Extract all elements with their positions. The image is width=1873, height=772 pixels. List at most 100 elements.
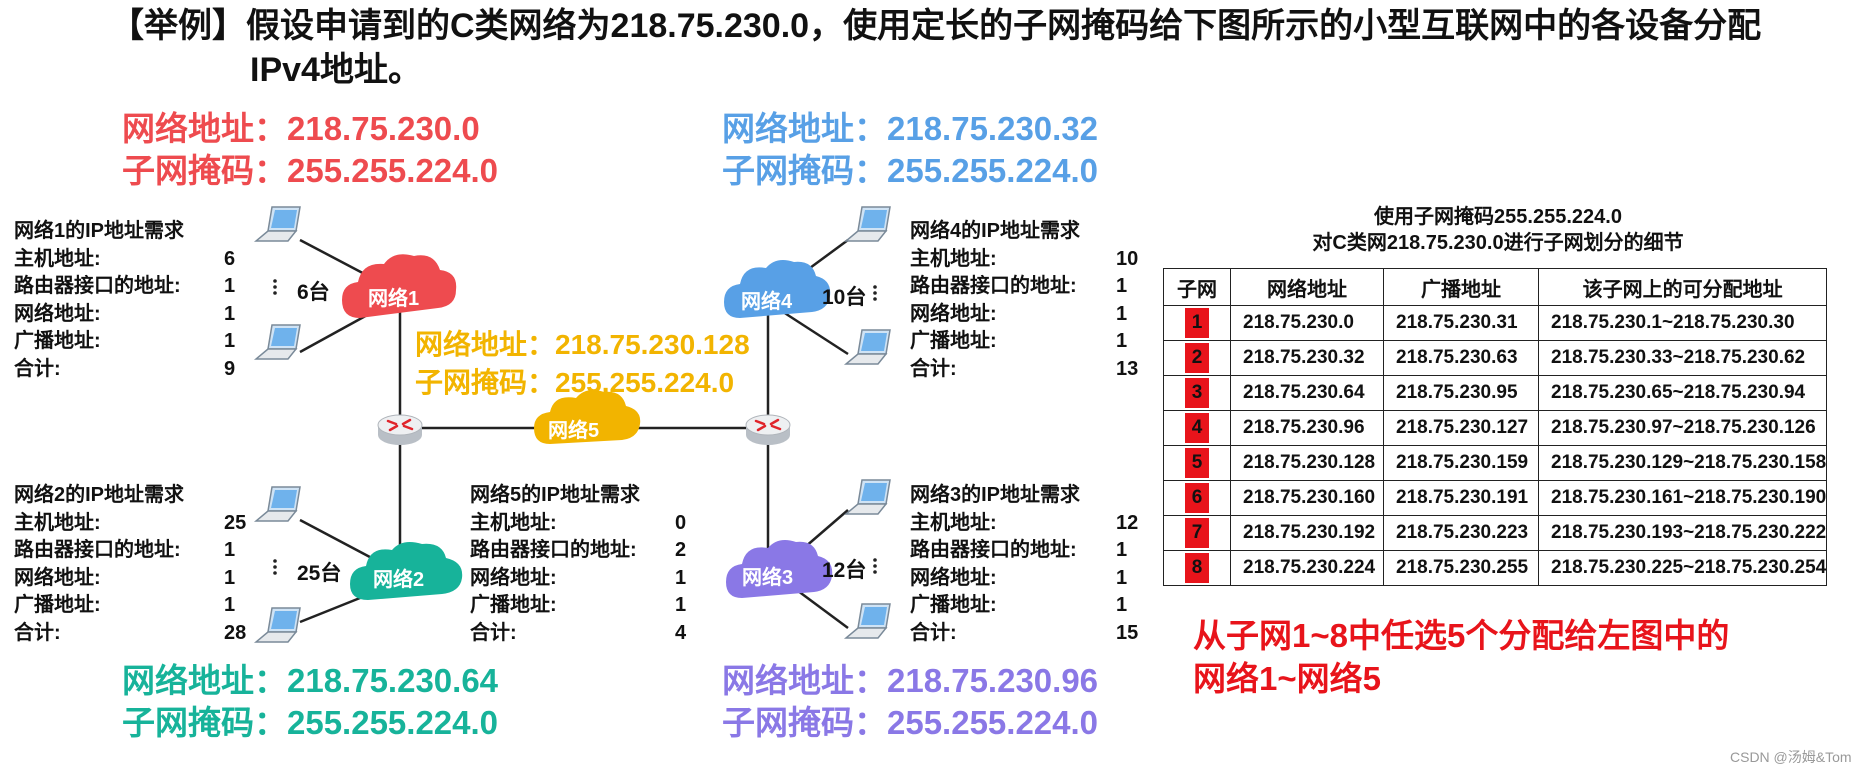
broadcast-address-cell: 218.75.230.191 bbox=[1383, 480, 1539, 516]
req-title: 网络4的IP地址需求 bbox=[910, 220, 1081, 242]
cloud-label-net2: 网络2 bbox=[373, 569, 425, 591]
subnet-index-cell: 2 bbox=[1163, 340, 1231, 376]
link-net4-laptop-bottom bbox=[779, 308, 849, 356]
subnet-index-badge: 4 bbox=[1185, 413, 1209, 443]
cloud-net2 bbox=[350, 542, 463, 600]
cloud-net3 bbox=[726, 540, 833, 598]
req-title: 网络2的IP地址需求 bbox=[14, 484, 185, 506]
host-count-net3: 12台 bbox=[822, 559, 867, 582]
cloud-label-net1: 网络1 bbox=[368, 288, 420, 310]
header-network-address: 网络地址 bbox=[1230, 268, 1384, 306]
assignable-range-cell: 218.75.230.33~218.75.230.62 bbox=[1537, 340, 1828, 376]
assignable-range-cell: 218.75.230.161~218.75.230.190 bbox=[1537, 480, 1828, 516]
subnet-index-badge: 8 bbox=[1185, 553, 1209, 583]
net2-mask: 255.255.224.0 bbox=[287, 704, 499, 741]
assign-net1: 网络地址：218.75.230.0 子网掩码：255.255.224.0 bbox=[122, 110, 499, 189]
host-count-net4: 10台 bbox=[822, 286, 867, 309]
header-broadcast-address: 广播地址 bbox=[1383, 268, 1539, 306]
broadcast-address-cell: 218.75.230.31 bbox=[1383, 305, 1539, 341]
title-line-2: IPv4地址。 bbox=[250, 51, 422, 89]
cloud-net5 bbox=[534, 390, 641, 444]
net3-mask: 255.255.224.0 bbox=[887, 704, 1099, 741]
broadcast-address-cell: 218.75.230.223 bbox=[1383, 515, 1539, 551]
laptop-icon bbox=[845, 206, 891, 242]
net4-address: 218.75.230.32 bbox=[887, 110, 1099, 147]
assignable-range-cell: 218.75.230.65~218.75.230.94 bbox=[1537, 375, 1828, 411]
network-address-cell: 218.75.230.96 bbox=[1230, 410, 1384, 446]
req-title: 网络5的IP地址需求 bbox=[470, 484, 641, 506]
title-line-1: 【举例】假设申请到的C类网络为218.75.230.0，使用定长的子网掩码给下图… bbox=[110, 7, 1762, 45]
laptop-icon bbox=[255, 486, 301, 522]
cloud-label-net4: 网络4 bbox=[741, 291, 793, 313]
req-net5: 网络5的IP地址需求 主机地址:0 路由器接口的地址:2 网络地址:1 广播地址… bbox=[470, 484, 687, 644]
subnet-index-cell: 7 bbox=[1163, 515, 1231, 551]
laptop-icon bbox=[255, 206, 301, 242]
broadcast-address-cell: 218.75.230.159 bbox=[1383, 445, 1539, 481]
subnet-index-badge: 2 bbox=[1185, 343, 1209, 373]
footer-watermark: CSDN @汤姆&Tom bbox=[1730, 749, 1852, 765]
laptop-icon bbox=[255, 607, 301, 643]
broadcast-address-cell: 218.75.230.63 bbox=[1383, 340, 1539, 376]
net2-address: 218.75.230.64 bbox=[287, 662, 499, 699]
subnet-index-badge: 6 bbox=[1185, 483, 1209, 513]
network-address-cell: 218.75.230.128 bbox=[1230, 445, 1384, 481]
network-address-cell: 218.75.230.0 bbox=[1230, 305, 1384, 341]
table-caption: 使用子网掩码255.255.224.0 对C类网218.75.230.0进行子网… bbox=[1312, 206, 1684, 254]
table-header-row: 子网 网络地址 广播地址 该子网上的可分配地址 bbox=[1163, 268, 1828, 306]
subnet-index-badge: 5 bbox=[1185, 448, 1209, 478]
broadcast-address-cell: 218.75.230.95 bbox=[1383, 375, 1539, 411]
subnet-index-cell: 5 bbox=[1163, 445, 1231, 481]
host-count-net2: 25台 bbox=[297, 562, 342, 585]
cloud-label-net3: 网络3 bbox=[742, 567, 794, 589]
broadcast-address-cell: 218.75.230.255 bbox=[1383, 550, 1539, 586]
page-title: 【举例】假设申请到的C类网络为218.75.230.0，使用定长的子网掩码给下图… bbox=[110, 4, 1761, 92]
laptop-icon bbox=[845, 329, 891, 365]
subnet-index-badge: 3 bbox=[1185, 378, 1209, 408]
net1-mask: 255.255.224.0 bbox=[287, 152, 499, 189]
req-net1: 网络1的IP地址需求 主机地址:6 路由器接口的地址:1 网络地址:1 广播地址… bbox=[14, 220, 236, 380]
assign-net3: 网络地址：218.75.230.96 子网掩码：255.255.224.0 bbox=[722, 662, 1099, 741]
network-address-cell: 218.75.230.64 bbox=[1230, 375, 1384, 411]
assignable-range-cell: 218.75.230.97~218.75.230.126 bbox=[1537, 410, 1828, 446]
router-icon bbox=[376, 413, 424, 447]
subnet-index-cell: 8 bbox=[1163, 550, 1231, 586]
net1-address: 218.75.230.0 bbox=[287, 110, 480, 147]
req-net2: 网络2的IP地址需求 主机地址:25 路由器接口的地址:1 网络地址:1 广播地… bbox=[14, 484, 247, 644]
subnet-index-badge: 7 bbox=[1185, 518, 1209, 548]
subnet-index-cell: 1 bbox=[1163, 305, 1231, 341]
assign-net5: 网络地址：218.75.230.128 子网掩码：255.255.224.0 bbox=[415, 329, 750, 398]
subnet-index-cell: 4 bbox=[1163, 410, 1231, 446]
cloud-net1 bbox=[342, 254, 457, 318]
assign-net4: 网络地址：218.75.230.32 子网掩码：255.255.224.0 bbox=[722, 110, 1099, 189]
laptop-icon bbox=[255, 324, 301, 360]
laptop-icon bbox=[845, 479, 891, 515]
network-address-cell: 218.75.230.160 bbox=[1230, 480, 1384, 516]
subnet-index-cell: 3 bbox=[1163, 375, 1231, 411]
assignable-range-cell: 218.75.230.1~218.75.230.30 bbox=[1537, 305, 1828, 341]
assignable-range-cell: 218.75.230.225~218.75.230.254 bbox=[1537, 550, 1828, 586]
network-address-cell: 218.75.230.32 bbox=[1230, 340, 1384, 376]
cloud-label-net5: 网络5 bbox=[548, 420, 600, 442]
header-subnet: 子网 bbox=[1163, 268, 1231, 306]
req-net3: 网络3的IP地址需求 主机地址:12 路由器接口的地址:1 网络地址:1 广播地… bbox=[910, 484, 1139, 644]
req-net4: 网络4的IP地址需求 主机地址:10 路由器接口的地址:1 网络地址:1 广播地… bbox=[910, 220, 1139, 380]
assignable-range-cell: 218.75.230.193~218.75.230.222 bbox=[1537, 515, 1828, 551]
host-count-net1: 6台 bbox=[297, 281, 330, 304]
laptop-icon bbox=[845, 603, 891, 639]
assignable-range-cell: 218.75.230.129~218.75.230.158 bbox=[1537, 445, 1828, 481]
subnet-index-badge: 1 bbox=[1185, 308, 1209, 338]
cloud-net4 bbox=[724, 260, 831, 318]
assign-net2: 网络地址：218.75.230.64 子网掩码：255.255.224.0 bbox=[122, 662, 499, 741]
net4-mask: 255.255.224.0 bbox=[887, 152, 1099, 189]
network-address-cell: 218.75.230.224 bbox=[1230, 550, 1384, 586]
